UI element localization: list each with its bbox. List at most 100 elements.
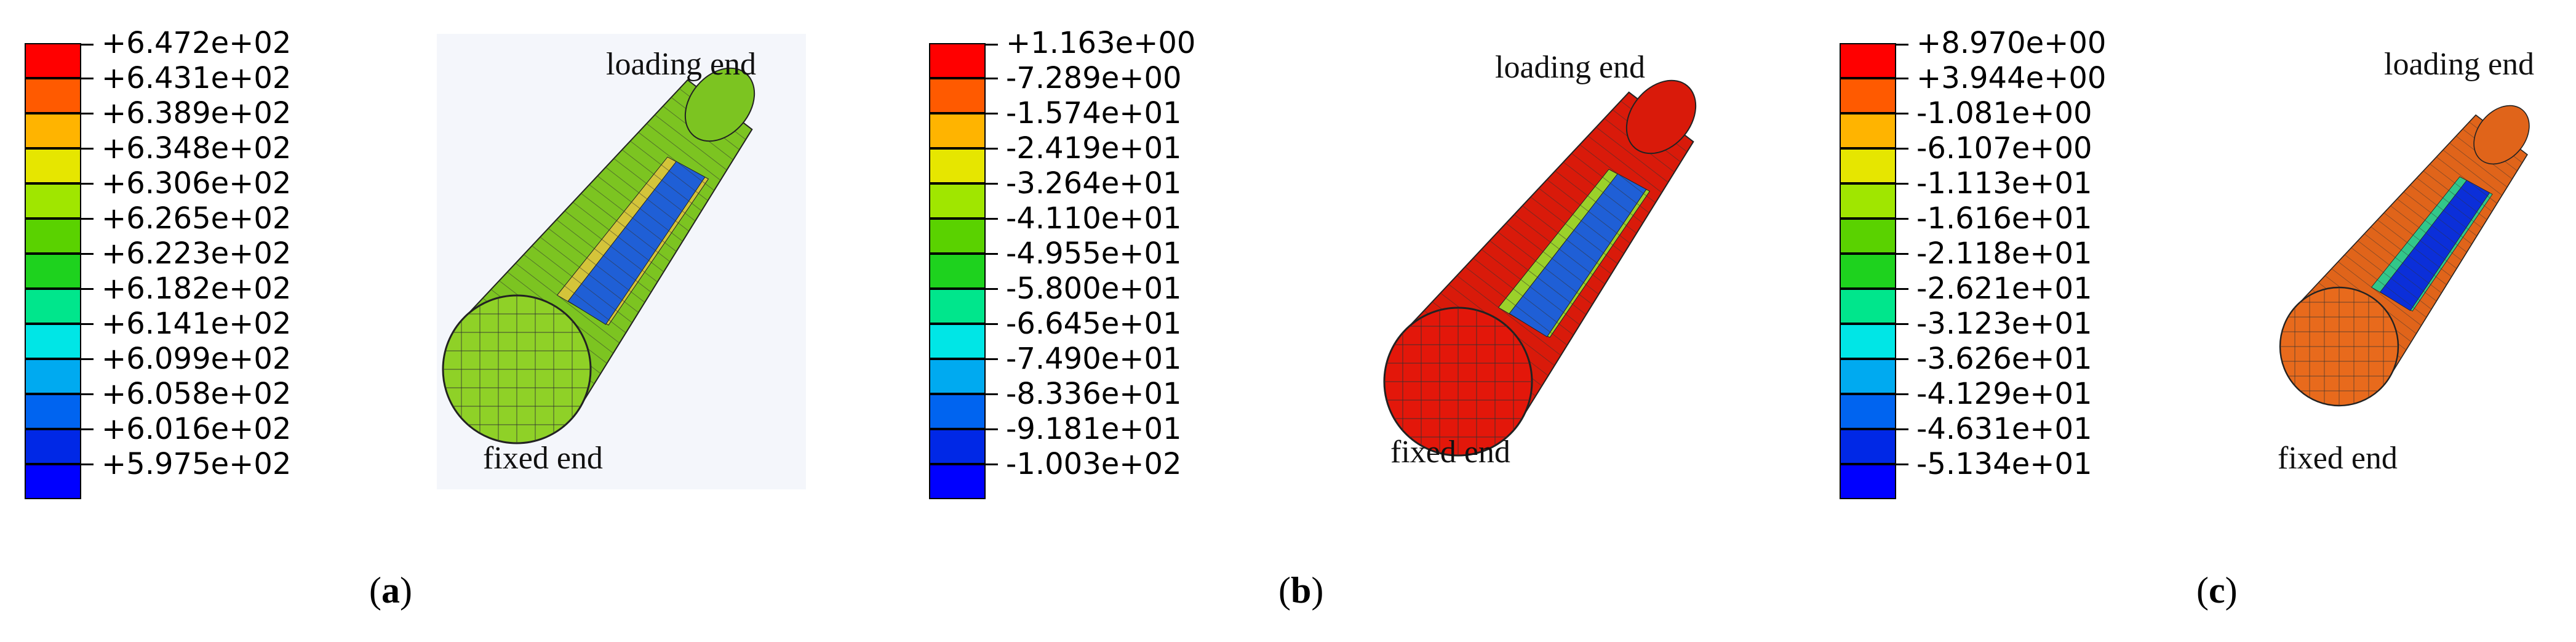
legend-tick xyxy=(1896,393,1908,395)
specimen-loading-end-cap xyxy=(684,67,756,142)
mesh-ring xyxy=(524,254,626,334)
mesh-ring xyxy=(556,219,652,293)
mesh-ring xyxy=(2351,247,2432,310)
mesh-ring xyxy=(1571,153,1649,214)
mesh-ring xyxy=(2423,171,2487,220)
legend-swatch xyxy=(1840,113,1896,148)
legend-tick xyxy=(1896,253,1908,255)
legend-swatch xyxy=(1840,183,1896,219)
legend-tick xyxy=(81,113,94,114)
legend-tick-label: -7.490e+01 xyxy=(1006,342,1182,376)
legend-swatch xyxy=(929,324,986,359)
legend-swatch xyxy=(929,394,986,429)
mesh-ring xyxy=(2338,261,2422,326)
legend-tick xyxy=(81,148,94,150)
mesh-ring xyxy=(1522,205,1612,275)
legend-tick xyxy=(986,323,998,325)
legend-tick xyxy=(1896,78,1908,79)
legend-tick xyxy=(1896,358,1908,360)
legend-swatch xyxy=(1840,359,1896,394)
legend-tick xyxy=(986,44,998,46)
legend-swatch xyxy=(1840,464,1896,499)
legend-swatch xyxy=(25,289,81,324)
specimen-loading-end-cap xyxy=(2473,105,2530,165)
legend-swatch xyxy=(929,254,986,289)
mesh-ring xyxy=(1465,267,1568,346)
legend-tick-label: -1.081e+00 xyxy=(1916,96,2092,130)
legend-tick xyxy=(986,288,998,290)
legend-tick xyxy=(986,218,998,220)
fixed-end-label-a: fixed end xyxy=(483,441,603,476)
legend-swatch xyxy=(929,429,986,464)
mesh-ring xyxy=(630,140,708,201)
mesh-ring xyxy=(515,263,620,343)
legend-tick-label: -8.336e+01 xyxy=(1006,377,1182,411)
specimen-b xyxy=(1383,79,1697,457)
legend-tick-label: -1.574e+01 xyxy=(1006,96,1182,130)
mesh-ring xyxy=(1489,240,1587,315)
legend-tick-label: -2.419e+01 xyxy=(1006,131,1182,166)
loading-end-label-a: loading end xyxy=(606,47,757,82)
legend-tick-label: +5.975e+02 xyxy=(102,447,292,481)
mesh-ring xyxy=(2410,185,2478,236)
panel-c: +8.970e+00+3.944e+00-1.081e+00-6.107e+00… xyxy=(1815,0,2576,642)
legend-swatch xyxy=(1840,289,1896,324)
legend-tick-label: +6.099e+02 xyxy=(102,342,292,376)
mesh-ring xyxy=(1547,179,1631,244)
caption-b: (b) xyxy=(1278,570,1324,611)
legend-swatch xyxy=(1840,148,1896,183)
mesh-ring xyxy=(1481,249,1581,326)
mesh-ring xyxy=(638,132,715,191)
legend-tick xyxy=(81,218,94,220)
mesh-ring xyxy=(1555,171,1637,234)
legend-tick-label: -4.129e+01 xyxy=(1916,377,2092,411)
mesh-ring xyxy=(597,175,683,242)
mesh-ring xyxy=(1587,135,1662,193)
legend-tick-label: +6.223e+02 xyxy=(102,236,292,271)
legend-tick xyxy=(81,358,94,360)
specimen-a xyxy=(442,67,756,444)
mesh-ring xyxy=(564,211,658,283)
legend-tick-label: -2.118e+01 xyxy=(1916,236,2092,271)
mesh-ring xyxy=(2390,206,2462,261)
legend-tick-label: -1.003e+02 xyxy=(1006,447,1182,481)
legend-tick-label: -1.113e+01 xyxy=(1916,166,2092,201)
panel-b: +1.163e+00-7.289e+00-1.574e+01-2.419e+01… xyxy=(904,0,1766,642)
legend-tick-label: -7.289e+00 xyxy=(1006,61,1182,95)
legend-swatch xyxy=(25,254,81,289)
legend-tick xyxy=(1896,148,1908,150)
legend-tick xyxy=(81,323,94,325)
mesh-ring xyxy=(2358,240,2437,302)
legend-tick-label: +6.141e+02 xyxy=(102,307,292,341)
fixed-end-label-b: fixed end xyxy=(1390,435,1510,470)
mesh-ring xyxy=(2371,227,2447,286)
legend-tick-label: +3.944e+00 xyxy=(1916,61,2107,95)
mesh-ring xyxy=(2403,191,2472,244)
legend-tick xyxy=(1896,183,1908,185)
legend-tick xyxy=(1896,44,1908,46)
mesh-ring xyxy=(2364,233,2442,294)
mesh-ring xyxy=(2442,150,2503,196)
specimen-loading-end-cap xyxy=(1625,79,1697,154)
panel-a: +6.472e+02+6.431e+02+6.389e+02+6.348e+02… xyxy=(0,0,861,642)
legend-swatch xyxy=(1840,394,1896,429)
legend-tick-label: +6.058e+02 xyxy=(102,377,292,411)
legend-swatch xyxy=(929,359,986,394)
mesh-ring xyxy=(2430,163,2492,212)
legend-tick xyxy=(81,463,94,465)
loading-end-label-c: loading end xyxy=(2384,47,2535,82)
legend-swatch xyxy=(929,78,986,113)
mesh-ring xyxy=(581,193,671,262)
legend-tick xyxy=(81,393,94,395)
legend-swatch xyxy=(929,43,986,78)
mesh-ring xyxy=(532,245,632,323)
mesh-ring xyxy=(2377,219,2452,277)
legend-tick xyxy=(986,148,998,150)
legend-tick-label: +6.472e+02 xyxy=(102,26,292,60)
legend-swatch xyxy=(25,219,81,254)
mesh-ring xyxy=(655,114,727,171)
mesh-ring xyxy=(548,228,645,303)
legend-swatch xyxy=(25,324,81,359)
mesh-ring xyxy=(1456,275,1561,356)
legend-tick-label: -4.110e+01 xyxy=(1006,201,1182,236)
